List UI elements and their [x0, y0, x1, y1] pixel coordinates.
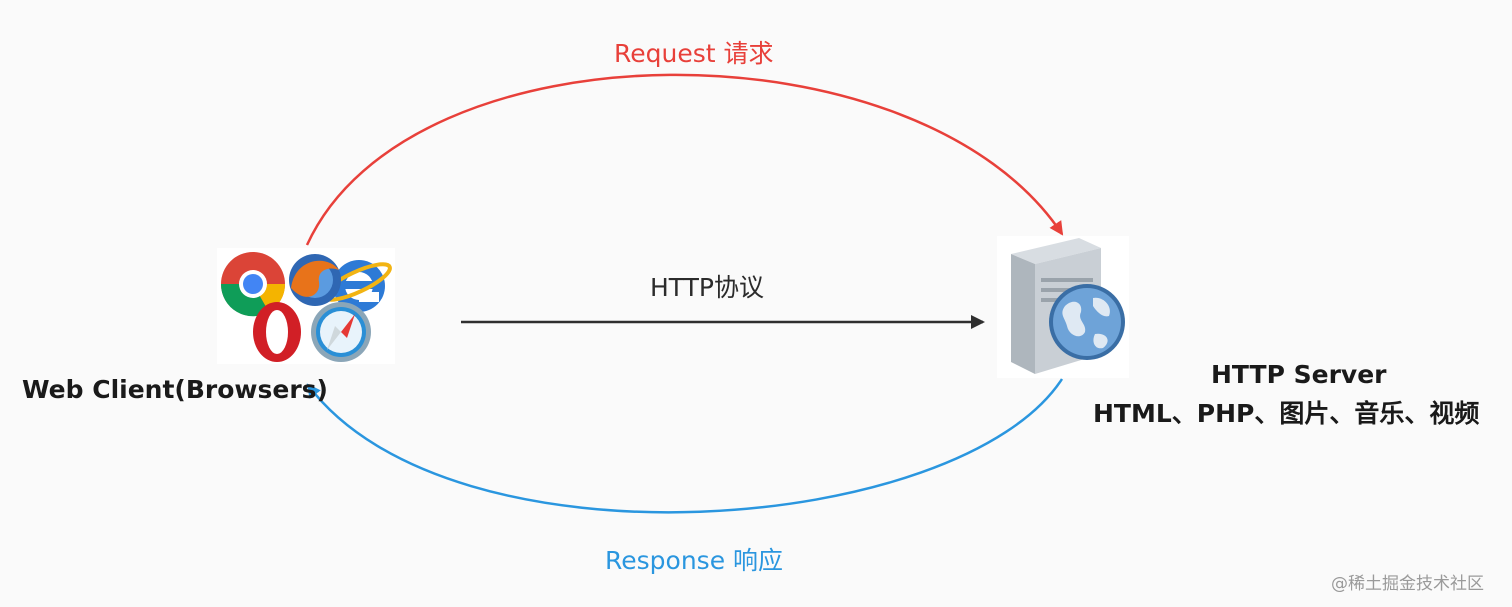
firefox-icon	[289, 254, 341, 306]
opera-icon	[253, 302, 301, 362]
safari-icon	[311, 302, 371, 362]
server-content-label: HTML、PHP、图片、音乐、视频	[1093, 399, 1480, 428]
request-label: Request 请求	[614, 39, 774, 68]
server-title: HTTP Server	[1211, 360, 1387, 389]
request-arrow	[305, 73, 1064, 246]
response-arrow	[306, 378, 1064, 514]
chrome-icon	[220, 252, 286, 317]
protocol-label: HTTP协议	[650, 273, 764, 302]
watermark: @稀土掘金技术社区	[1331, 574, 1484, 594]
browsers-icon	[217, 248, 395, 364]
client-label: Web Client(Browsers)	[22, 375, 328, 404]
response-label: Response 响应	[605, 546, 784, 575]
globe-icon	[1049, 284, 1125, 360]
server-globe-icon	[997, 236, 1129, 378]
